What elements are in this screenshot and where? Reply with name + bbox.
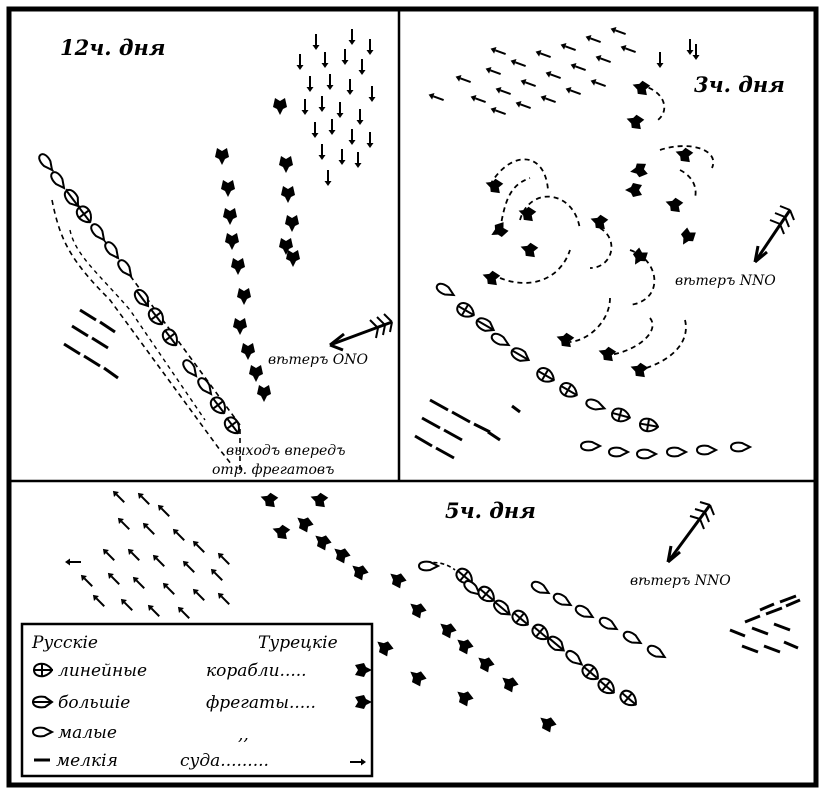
russian-track-2 (51, 199, 233, 466)
russian-small-vessels-noon (63, 308, 119, 380)
legend: Русскiе Турецкiе линейные корабли..... б… (20, 622, 374, 778)
legend-row-1-right: корабли..... (206, 661, 307, 681)
legend-box (20, 622, 374, 778)
russian-track-3 (69, 229, 206, 421)
turkish-small-vessels-5pm (64, 487, 233, 622)
panel-3pm: 3ч. дня (414, 24, 795, 460)
legend-header-russian: Русскiе (31, 633, 98, 653)
panel-3pm-wind: вѣтеръ NNO (675, 273, 776, 289)
panel-noon-wind: вѣтеръ ONO (268, 352, 369, 368)
legend-row-4-right: суда......... (180, 751, 269, 771)
panel-5pm-wind: вѣтеръ NNO (630, 573, 731, 589)
panel-3pm-time: 3ч. дня (694, 72, 785, 97)
legend-row-2-left: большiе (58, 693, 130, 713)
wind-arrow-icon (666, 501, 715, 564)
panel-noon-time: 12ч. дня (60, 35, 165, 60)
wind-arrow-icon (753, 205, 795, 264)
panel-5pm-time: 5ч. дня (445, 498, 536, 523)
russian-small-vessels-3pm (414, 398, 521, 460)
turkish-ships-3pm (480, 78, 698, 379)
legend-header-turkish: Турецкiе (258, 633, 338, 653)
outer-frame (6, 6, 819, 788)
legend-row-3-right: ,, (238, 725, 249, 745)
legend-row-4-left: мелкiя (56, 751, 118, 771)
legend-row-2-right: фрегаты..... (206, 693, 316, 713)
legend-row-3-left: малые (58, 723, 117, 743)
russian-line-noon (36, 151, 246, 439)
panel-noon: 12ч. дня (36, 28, 393, 478)
panel-noon-note-1: выходъ впередъ (226, 443, 345, 459)
turkish-small-vessels-noon (295, 28, 377, 187)
panel-noon-note-2: отр. фрегатовъ (212, 462, 334, 478)
russian-line-3pm (434, 280, 751, 460)
turkish-small-vessels-3pm (426, 24, 701, 119)
russian-track-1 (44, 159, 241, 470)
panel-5pm: 5ч. дня (64, 487, 801, 734)
russian-small-vessels-5pm (729, 594, 801, 654)
wind-arrow-icon (329, 313, 393, 352)
legend-row-1-left: линейные (58, 661, 147, 681)
